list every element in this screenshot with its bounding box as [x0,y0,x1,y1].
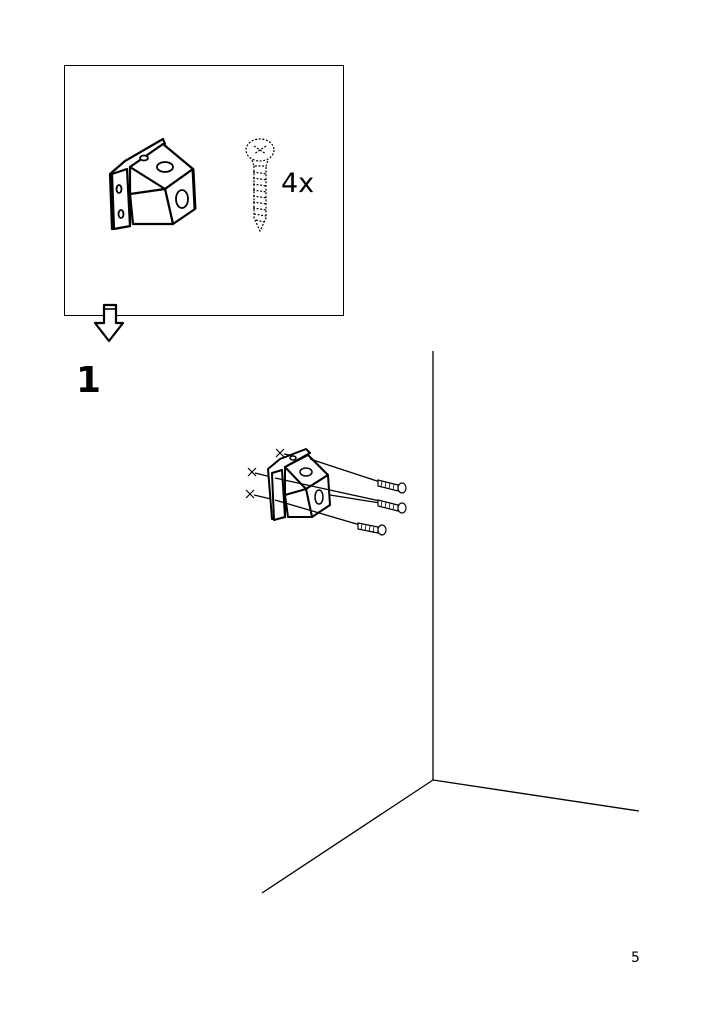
parts-box: 4x [64,65,344,316]
bracket-icon [108,137,197,231]
bracket-mounting-illustration [245,448,407,536]
step-number: 1 [76,360,102,401]
screw-icon [245,138,275,233]
step-arrow-icon [93,303,125,343]
page-number: 5 [631,950,640,966]
screw-quantity: 4x [281,168,315,199]
